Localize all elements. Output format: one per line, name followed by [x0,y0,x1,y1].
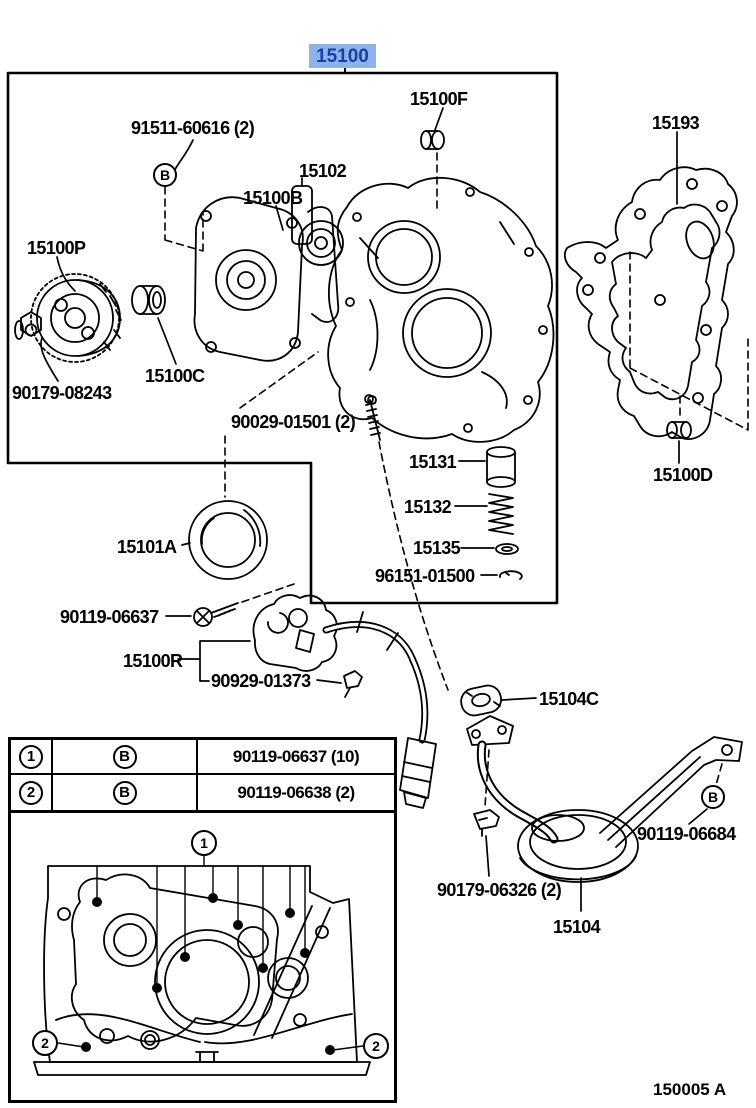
plug-15100F-drawing [420,130,445,150]
timing-cover-drawing [327,176,555,443]
part-label-15104C[interactable]: 15104C [539,689,599,709]
relief-valve-drawing [486,446,523,580]
part-label-15100P[interactable]: 15100P [27,238,86,258]
part-label-15100F[interactable]: 15100F [410,89,468,109]
table-part-cell-2[interactable]: 90119-06638 (2) [198,775,394,810]
part-label-15132[interactable]: 15132 [404,497,452,517]
part-label-15100-selected[interactable]: 15100 [309,44,376,68]
callout-bolt-dots [81,893,335,1055]
fastener-table: 1 B 90119-06637 (10) 2 B 90119-06638 (2) [8,737,397,813]
part-label-15193[interactable]: 15193 [652,113,700,133]
engine-block-drawing [33,865,371,1076]
part-label-90179-08243[interactable]: 90179-08243 [12,383,112,403]
bolt-90029-drawing [364,394,381,441]
gasket-15104C-drawing [460,684,502,717]
pump-housing-drawing [193,185,344,362]
pulley-nut-drawing [14,311,42,340]
leader-lines [40,107,708,912]
part-label-91511-60616[interactable]: 91511-60616 (2) [131,118,255,138]
part-label-90929-01373[interactable]: 90929-01373 [211,671,311,691]
part-label-15100D[interactable]: 15100D [653,465,713,485]
part-label-90029-01501[interactable]: 90029-01501 (2) [231,412,356,432]
part-label-15102[interactable]: 15102 [299,161,347,181]
part-label-15100B[interactable]: 15100B [243,188,303,208]
part-label-90119-06684[interactable]: 90119-06684 [637,824,736,844]
dowel-15100D-drawing [666,421,692,439]
table-symbol-cell-2: B [53,775,198,810]
timing-pulley-drawing [30,273,122,363]
part-label-96151-01500[interactable]: 96151-01500 [375,566,475,586]
callout-leader-lines [57,854,364,1051]
table-symbol-b-1: B [112,744,137,769]
symbol-b-91511: B [153,163,177,187]
part-label-15100C[interactable]: 15100C [145,366,205,386]
clamp-90179-06326-drawing [473,809,500,837]
oil-seal-drawing [188,500,268,580]
table-ref-cell-2: 2 [11,775,53,810]
table-callout-1: 1 [19,744,43,769]
table-part-number-2: 90119-06638 (2) [237,782,355,802]
part-label-15100R[interactable]: 15100R [123,651,183,671]
oil-level-sensor-drawing [252,594,437,809]
gasket-15193-drawing [563,166,738,440]
callout-2-right: 2 [363,1033,389,1059]
part-label-15131[interactable]: 15131 [409,452,457,472]
part-label-90179-06326[interactable]: 90179-06326 (2) [437,880,562,900]
figure-code: 150005 A [653,1080,727,1099]
part-label-15135[interactable]: 15135 [413,538,461,558]
table-symbol-cell-1: B [53,740,198,775]
bushing-15100C-drawing [131,285,166,315]
table-ref-cell-1: 1 [11,740,53,775]
part-label-15101A[interactable]: 15101A [117,537,177,557]
bolt-90119-06637-drawing [193,602,239,627]
callout-2-left: 2 [32,1030,58,1056]
assembly-frame-box [6,66,559,605]
table-part-cell-1[interactable]: 90119-06637 (10) [198,740,394,775]
part-label-15104[interactable]: 15104 [553,917,601,937]
table-symbol-b-2: B [112,780,137,805]
table-part-number-1: 90119-06637 (10) [232,746,360,766]
oil-strainer-drawing [466,715,743,883]
symbol-b-06684: B [701,785,725,809]
part-label-90119-06637[interactable]: 90119-06637 [60,607,159,627]
callout-1: 1 [191,830,217,856]
table-callout-2: 2 [19,780,43,805]
dashed-lines [164,152,749,807]
clip-90929-drawing [343,670,363,698]
